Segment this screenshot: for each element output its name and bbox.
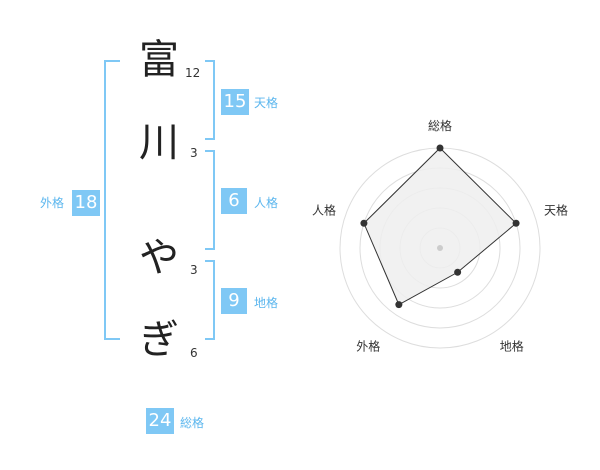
radar-point-4 — [395, 301, 403, 309]
stroke-count-4: 6 — [190, 346, 198, 360]
tenkaku-bracket — [205, 60, 215, 140]
name-char-4: ぎ — [139, 317, 179, 363]
radar-axis-label-1: 総格 — [428, 118, 452, 133]
jinkaku-bracket — [205, 150, 215, 250]
radar-center — [437, 245, 443, 251]
gaikaku-bracket — [104, 60, 120, 340]
radar-axis-label-2: 天格 — [544, 202, 568, 217]
chikaku-bracket — [205, 260, 215, 340]
radar-axis-label-4: 外格 — [356, 339, 380, 354]
name-char-2: 川 — [139, 120, 179, 166]
name-char-1: 富 — [139, 37, 179, 83]
soukaku-badge: 24 — [146, 408, 174, 434]
chikaku-label: 地格 — [254, 296, 279, 310]
jinkaku-badge: 6 — [221, 188, 247, 214]
radar-axis-label-3: 地格 — [500, 339, 524, 354]
stroke-count-3: 3 — [190, 263, 198, 277]
tenkaku-badge: 15 — [221, 89, 249, 115]
radar-point-5 — [360, 219, 368, 227]
name-char-3: や — [139, 235, 179, 281]
chikaku-badge: 9 — [221, 288, 247, 314]
stroke-count-1: 12 — [185, 66, 201, 80]
soukaku-label: 総格 — [180, 416, 205, 430]
radar-point-2 — [512, 219, 520, 227]
gaikaku-badge: 18 — [72, 190, 100, 216]
radar-polygon — [363, 147, 517, 306]
tenkaku-label: 天格 — [254, 96, 279, 110]
radar-point-1 — [436, 144, 444, 152]
stroke-count-2: 3 — [190, 146, 198, 160]
radar-point-3 — [454, 268, 462, 276]
jinkaku-label: 人格 — [254, 196, 279, 210]
radar-axis-label-5: 人格 — [312, 202, 336, 217]
gaikaku-label: 外格 — [40, 196, 65, 210]
